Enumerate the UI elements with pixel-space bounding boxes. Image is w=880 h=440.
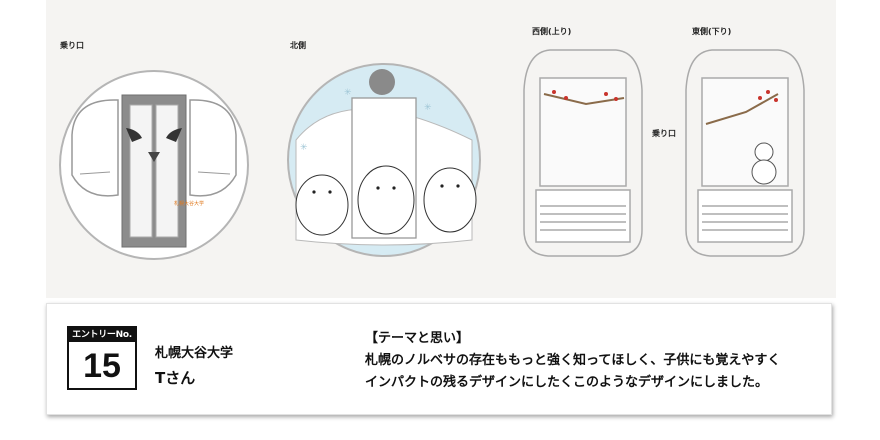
entry-number-box: エントリーNo. 15	[67, 326, 137, 390]
entry-number: 15	[83, 347, 121, 385]
entry-card: エントリーNo. 15 札幌大谷大学 Tさん 【テーマと思い】 札幌のノルベサの…	[46, 303, 832, 415]
gondola-drawings: 札幌大谷大学 ✳ ✳ ✳	[59, 49, 805, 260]
east-gondola-drawing	[685, 49, 805, 257]
entry-label: エントリーNo.	[69, 328, 135, 342]
svg-text:✳: ✳	[300, 143, 308, 153]
svg-text:✳: ✳	[344, 88, 352, 98]
view-label-north: 北側	[290, 41, 306, 50]
design-illustration-panel: 乗り口 北側 西側(上り) 東側(下り) 乗り口 札幌大谷大学	[46, 0, 836, 298]
door-sign-text: 札幌大谷大学	[174, 200, 204, 207]
view-label-east: 東側(下り)	[692, 27, 732, 36]
theme-text-line: 札幌のノルベサの存在ももっと強く知ってほしく、子供にも覚えやすく	[365, 353, 781, 368]
svg-text:✳: ✳	[424, 103, 432, 113]
west-gondola-drawing	[523, 49, 643, 257]
entrance-gondola-drawing: 札幌大谷大学	[59, 70, 249, 260]
view-label-west: 西側(上り)	[532, 27, 572, 36]
entrant-name: Tさん	[155, 369, 196, 387]
snowman-icon	[751, 142, 777, 185]
theme-text-line: インパクトの残るデザインにしたくこのようなデザインにしました。	[365, 375, 769, 390]
view-label-entrance: 乗り口	[60, 41, 84, 50]
view-label-middle-entrance: 乗り口	[652, 129, 676, 138]
university-name: 札幌大谷大学	[155, 346, 234, 361]
theme-heading: 【テーマと思い】	[365, 331, 470, 346]
north-gondola-drawing: ✳ ✳ ✳	[287, 63, 481, 257]
